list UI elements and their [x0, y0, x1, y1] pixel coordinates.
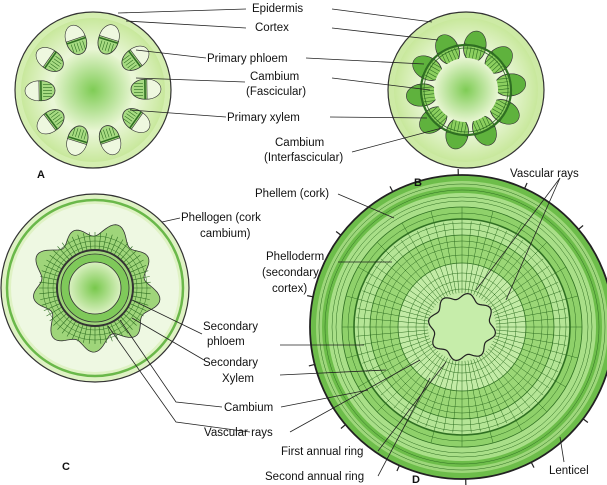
cambium-ring-b-inner: [423, 47, 509, 133]
label-secondary-phloem-sub: phloem: [207, 336, 245, 348]
vascular-bundle-a: [130, 78, 162, 100]
lenticel-mark: [340, 424, 346, 429]
lenticel-mark: [578, 225, 584, 230]
label-vascular-rays-c: Vascular rays: [204, 427, 273, 439]
label-lenticel: Lenticel: [549, 465, 589, 477]
label-epidermis: Epidermis: [252, 3, 303, 15]
vascular-bundle-a: [98, 125, 122, 156]
vascular-bundle-a: [121, 45, 150, 71]
pith-a: [53, 50, 133, 130]
label-cambium-c: Cambium: [224, 402, 273, 414]
cambium-ring-c: [56, 249, 134, 327]
lenticel-mark: [389, 186, 394, 192]
label-cortex: Cortex: [255, 22, 289, 34]
label-phelloderm: Phelloderm: [266, 251, 324, 263]
leader-lines: [107, 8, 565, 477]
vascular-bundle-a: [64, 24, 88, 55]
label-phellogen-sub: cambium): [200, 228, 251, 240]
vascular-bundle-a: [66, 125, 89, 156]
pith-b: [434, 58, 498, 122]
vascular-bundle-a: [97, 24, 120, 55]
cambium-ring-b: [419, 43, 513, 137]
vascular-bundles-a: [24, 24, 162, 156]
text-labels: Epidermis Cortex Primary phloem Cambium …: [37, 3, 589, 485]
panel-label-d: D: [412, 474, 420, 485]
vascular-rays-c: [39, 232, 151, 344]
phellogen-ring-c: [5, 198, 185, 378]
label-phelloderm-sub1: (secondary: [262, 267, 319, 279]
label-phelloderm-sub2: cortex): [272, 283, 307, 295]
label-cambium-fascicular-sub: (Fascicular): [246, 86, 306, 98]
pith-d: [427, 292, 497, 362]
stem-a: [14, 11, 172, 169]
vascular-bundle-a: [122, 108, 151, 133]
label-secondary-xylem-sub: Xylem: [222, 373, 254, 385]
vascular-bundle-a: [35, 47, 64, 72]
label-second-ring: Second annual ring: [265, 471, 364, 483]
label-first-ring: First annual ring: [281, 446, 363, 458]
pith-c: [68, 261, 122, 315]
label-primary-phloem: Primary phloem: [207, 53, 288, 65]
vascular-bundle-a: [24, 80, 56, 102]
label-secondary-phloem: Secondary: [203, 321, 258, 333]
vascular-rays-d: [342, 207, 582, 447]
panel-label-b: B: [414, 177, 422, 189]
lenticels-d: [307, 169, 589, 485]
lenticel-mark: [335, 231, 342, 236]
lenticel-mark: [307, 295, 314, 298]
label-cambium-inter: Cambium: [275, 137, 324, 149]
lenticel-mark: [582, 418, 589, 423]
stem-c: [0, 193, 190, 383]
lenticel-mark: [308, 363, 315, 367]
label-cambium-inter-sub: (Interfascicular): [264, 152, 343, 164]
panel-label-a: A: [37, 169, 45, 181]
lenticel-mark: [530, 462, 535, 468]
panel-label-c: C: [62, 461, 70, 473]
label-primary-xylem: Primary xylem: [227, 112, 300, 124]
label-vascular-rays-d: Vascular rays: [510, 168, 579, 180]
lenticel-mark: [396, 465, 400, 472]
label-secondary-xylem: Secondary: [203, 357, 258, 369]
label-phellem: Phellem (cork): [255, 188, 329, 200]
vascular-bundle-a: [36, 109, 65, 135]
stem-b: [387, 11, 545, 169]
label-phellogen: Phellogen (cork: [181, 212, 261, 224]
stem-d: [307, 169, 607, 485]
lenticel-mark: [524, 182, 528, 189]
label-cambium-fascicular: Cambium: [250, 71, 299, 83]
